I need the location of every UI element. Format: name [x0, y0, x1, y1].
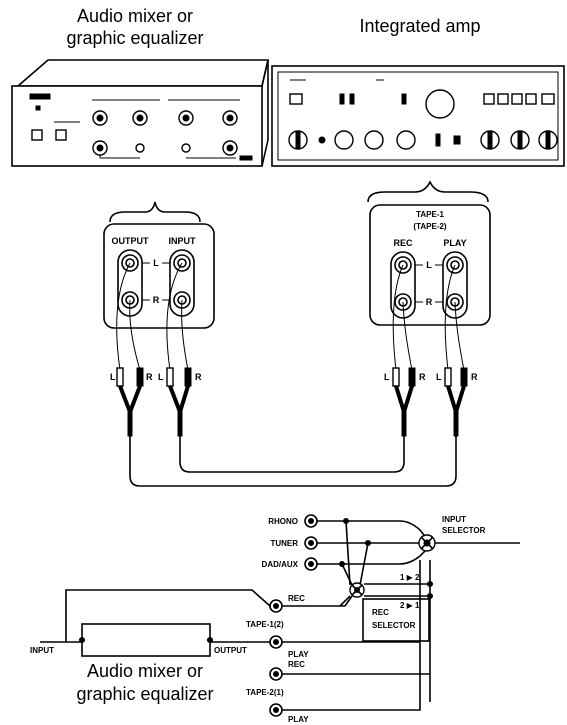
rec-selector-label-1: REC — [372, 608, 389, 617]
plug-l-label: L — [436, 372, 442, 382]
plug-l-label: L — [384, 372, 390, 382]
amp-device-illustration — [271, 65, 565, 167]
plug-r-label: R — [471, 372, 478, 382]
schematic: RHONO TUNER DAD/AUX INPUT SELECTOR REC S… — [30, 514, 520, 724]
mixer-l-label: L — [153, 258, 159, 268]
sch-output-label: OUTPUT — [214, 646, 247, 655]
amp-tape-label: TAPE-1 — [416, 210, 444, 219]
plug-r-label: R — [195, 372, 202, 382]
amp-r-label: R — [426, 297, 433, 307]
tape2-label: TAPE-2(1) — [246, 688, 284, 697]
tuner-label: TUNER — [270, 539, 298, 548]
plug-pair-amp-play: L R — [436, 367, 478, 437]
amp-l-label: L — [426, 260, 432, 270]
tape2-rec-label: REC — [288, 660, 305, 669]
plug-l-label: L — [158, 372, 164, 382]
tape1-play-label: PLAY — [288, 650, 309, 659]
mixer-title-line2: graphic equalizer — [66, 28, 203, 48]
plug-r-label: R — [146, 372, 153, 382]
left-cables — [116, 262, 189, 371]
tape1-rec-label: REC — [288, 594, 305, 603]
phono-label: RHONO — [268, 517, 298, 526]
input-selector-label-1: INPUT — [442, 515, 466, 524]
input-selector-label-2: SELECTOR — [442, 526, 486, 535]
sch-mixer-label-1: Audio mixer or — [87, 661, 203, 681]
mixer-input-label: INPUT — [169, 236, 197, 246]
amp-tape-sub-label: (TAPE-2) — [413, 222, 447, 231]
plug-pair-mixer-output: L R — [110, 367, 153, 437]
plug-r-label: R — [419, 372, 426, 382]
mixer-r-label: R — [153, 295, 160, 305]
dad-aux-label: DAD/AUX — [262, 560, 299, 569]
amp-jack-panel: TAPE-1 (TAPE-2) REC PLAY L R — [369, 204, 491, 326]
mixer-jack-panel: OUTPUT INPUT L R — [103, 223, 215, 329]
tape2-play-label: PLAY — [288, 715, 309, 724]
tape1-label: TAPE-1(2) — [246, 620, 284, 629]
mixer-output-label: OUTPUT — [112, 236, 150, 246]
plug-l-label: L — [110, 372, 116, 382]
sch-input-label: INPUT — [30, 646, 54, 655]
cable-input-to-rec — [179, 436, 405, 473]
right-brace — [367, 180, 489, 203]
amp-rec-label: REC — [393, 238, 413, 248]
amp-title: Integrated amp — [359, 16, 480, 36]
sch-mixer-label-2: graphic equalizer — [76, 684, 213, 704]
cable-output-to-play — [129, 436, 457, 487]
mixer-title-line1: Audio mixer or — [77, 6, 193, 26]
rec-selector-label-2: SELECTOR — [372, 621, 416, 630]
path-2-to-1-label: 2 ▶ 1 — [400, 601, 420, 610]
plug-pair-amp-rec: L R — [384, 367, 426, 437]
amp-play-label: PLAY — [443, 238, 466, 248]
mixer-device-illustration — [11, 59, 270, 167]
right-cables — [392, 264, 465, 371]
path-1-to-2-label: 1 ▶ 2 — [400, 573, 420, 582]
left-brace — [109, 201, 201, 223]
plug-pair-mixer-input: L R — [158, 367, 202, 437]
